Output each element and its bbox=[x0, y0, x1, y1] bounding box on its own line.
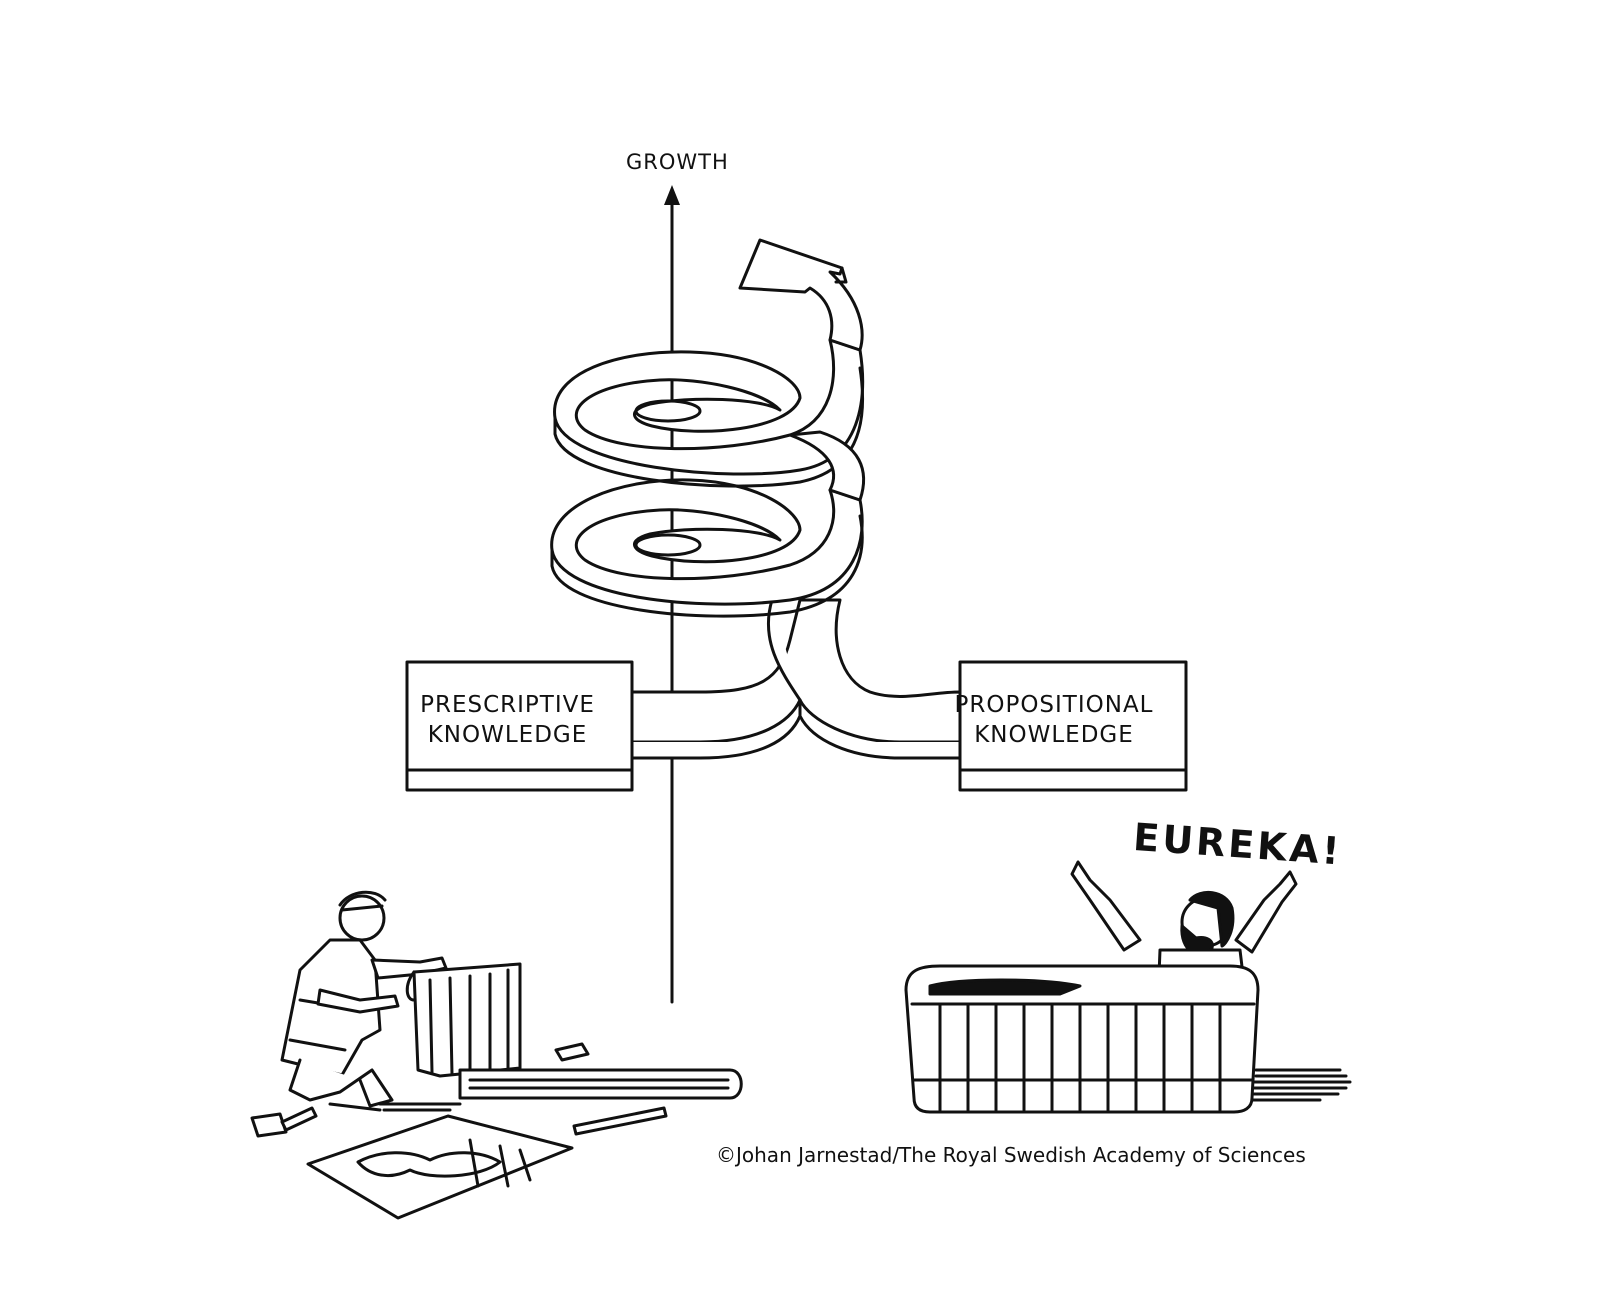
prescriptive-knowledge-label: PRESCRIPTIVE KNOWLEDGE bbox=[405, 690, 610, 750]
growth-axis-label: GROWTH bbox=[626, 150, 729, 174]
archimedes-illustration bbox=[904, 860, 1352, 1114]
prescriptive-knowledge-box bbox=[405, 660, 634, 792]
propositional-knowledge-label: PROPOSITIONAL KNOWLEDGE bbox=[948, 690, 1160, 750]
box-left-line1: PRESCRIPTIVE bbox=[420, 692, 595, 718]
box-right-line1: PROPOSITIONAL bbox=[954, 692, 1154, 718]
propositional-knowledge-box bbox=[958, 660, 1188, 792]
growth-spiral bbox=[550, 238, 866, 618]
craftsman-illustration bbox=[250, 890, 743, 1220]
box-left-line2: KNOWLEDGE bbox=[427, 722, 588, 748]
box-right-line2: KNOWLEDGE bbox=[974, 722, 1134, 748]
knowledge-branches bbox=[630, 598, 962, 760]
image-credit: ©Johan Jarnestad/The Royal Swedish Acade… bbox=[716, 1143, 1306, 1167]
growth-arrowhead-icon bbox=[664, 185, 680, 205]
